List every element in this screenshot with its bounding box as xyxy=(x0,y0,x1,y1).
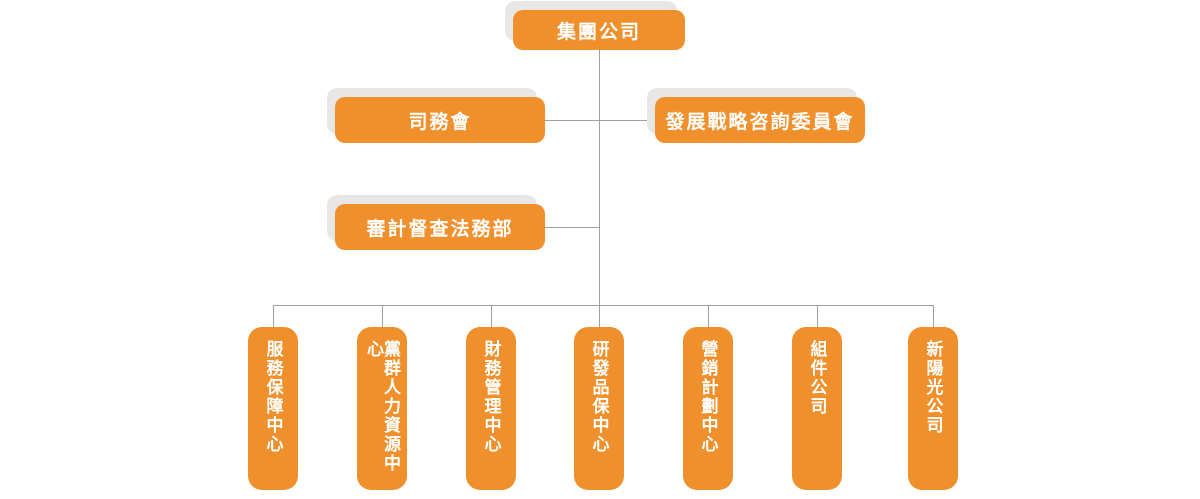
node-dept-finance: 財務管理中心 xyxy=(466,327,516,490)
node-group-company: 集團公司 xyxy=(513,10,685,50)
connector-drop-dept-2 xyxy=(382,305,383,327)
node-strategy-committee: 發展戰略咨詢委員會 xyxy=(655,97,865,143)
connector-committees-level xyxy=(545,120,655,121)
node-dept-label: 營銷計劃中心 xyxy=(698,340,718,454)
connector-drop-dept-1 xyxy=(273,305,274,327)
connector-audit-level xyxy=(545,227,599,228)
node-audit-legal-label: 審計督查法務部 xyxy=(366,218,514,240)
node-council: 司務會 xyxy=(335,97,545,143)
node-council-label: 司務會 xyxy=(408,111,472,133)
connector-drop-dept-7 xyxy=(933,305,934,327)
node-dept-party-hr: 黨群人力資源中心 xyxy=(357,327,407,490)
connector-drop-dept-4 xyxy=(599,305,600,327)
node-audit-legal: 審計督查法務部 xyxy=(335,204,545,250)
node-group-company-label: 集團公司 xyxy=(556,21,641,43)
node-dept-label: 服務保障中心 xyxy=(263,340,283,454)
node-dept-marketing-planning: 營銷計劃中心 xyxy=(683,327,733,490)
node-dept-rd-qa: 研發品保中心 xyxy=(574,327,624,490)
connector-departments-bus xyxy=(273,305,934,306)
connector-drop-dept-6 xyxy=(817,305,818,327)
node-dept-components-company: 組件公司 xyxy=(792,327,842,490)
node-dept-service-support: 服務保障中心 xyxy=(248,327,298,490)
node-dept-label: 財務管理中心 xyxy=(481,340,501,454)
node-dept-label: 研發品保中心 xyxy=(589,340,609,454)
node-dept-label: 新陽光公司 xyxy=(923,340,943,435)
connector-drop-dept-5 xyxy=(708,305,709,327)
node-dept-label: 組件公司 xyxy=(807,340,827,416)
connector-drop-dept-3 xyxy=(491,305,492,327)
node-dept-new-sunshine-company: 新陽光公司 xyxy=(908,327,958,490)
connector-root-trunk xyxy=(599,50,600,305)
node-dept-label: 黨群人力資源中心 xyxy=(364,340,400,473)
node-strategy-committee-label: 發展戰略咨詢委員會 xyxy=(665,111,855,133)
